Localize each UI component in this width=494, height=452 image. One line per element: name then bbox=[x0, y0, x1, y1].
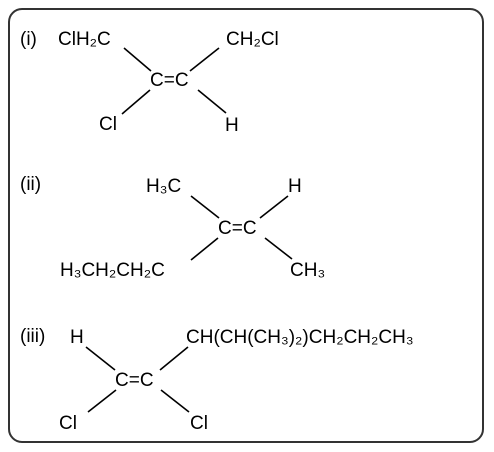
molecule-ii-bond-bottom-right bbox=[264, 237, 293, 260]
molecule-iii-bottom-left: Cl bbox=[59, 413, 77, 434]
molecule-ii-top-left: H₃C bbox=[146, 176, 181, 197]
molecule-i-bond-top-left bbox=[123, 47, 152, 72]
molecule-i-top-left: ClH₂C bbox=[58, 29, 111, 50]
molecule-iii-top-right: CH(CH(CH₃)₂)CH₂CH₂CH₃ bbox=[186, 327, 414, 348]
molecule-i-bond-bottom-left bbox=[121, 89, 151, 115]
molecule-iii-bottom-right: Cl bbox=[190, 413, 208, 434]
molecule-ii-bond-bottom-left bbox=[190, 237, 219, 261]
molecule-i-bond-bottom-right bbox=[197, 89, 227, 114]
molecule-i-center: C=C bbox=[150, 70, 189, 91]
molecule-i-bond-top-right bbox=[189, 47, 220, 72]
molecule-i-label: (i) bbox=[20, 29, 37, 50]
molecule-ii-bottom-right: CH₃ bbox=[290, 260, 325, 281]
molecule-ii: (ii) H₃C H C=C H₃CH₂CH₂C CH₃ bbox=[20, 174, 325, 281]
molecule-iii-center: C=C bbox=[115, 370, 154, 391]
molecule-iii-label: (iii) bbox=[20, 326, 45, 347]
molecule-iii-bond-bottom-right bbox=[160, 389, 190, 413]
molecule-ii-center: C=C bbox=[218, 218, 257, 239]
molecule-i: (i) ClH₂C CH₂Cl C=C Cl H bbox=[20, 29, 279, 136]
molecule-ii-bottom-left: H₃CH₂CH₂C bbox=[60, 260, 165, 281]
molecule-ii-bond-top-right bbox=[259, 195, 289, 219]
diagram-frame bbox=[8, 8, 484, 443]
molecule-iii-bond-top-left bbox=[85, 346, 116, 371]
molecule-ii-label: (ii) bbox=[20, 174, 41, 195]
molecule-i-top-right: CH₂Cl bbox=[226, 29, 279, 50]
molecule-iii: (iii) H CH(CH(CH₃)₂)CH₂CH₂CH₃ C=C Cl Cl bbox=[20, 326, 414, 434]
molecule-iii-top-left: H bbox=[70, 327, 84, 348]
molecule-ii-top-right: H bbox=[288, 176, 302, 197]
molecule-ii-bond-top-left bbox=[190, 195, 220, 219]
molecule-i-bottom-left: Cl bbox=[99, 114, 117, 135]
molecule-iii-bond-bottom-left bbox=[87, 389, 117, 413]
molecule-iii-bond-top-right bbox=[159, 346, 189, 371]
molecule-i-bottom-right: H bbox=[225, 115, 239, 136]
